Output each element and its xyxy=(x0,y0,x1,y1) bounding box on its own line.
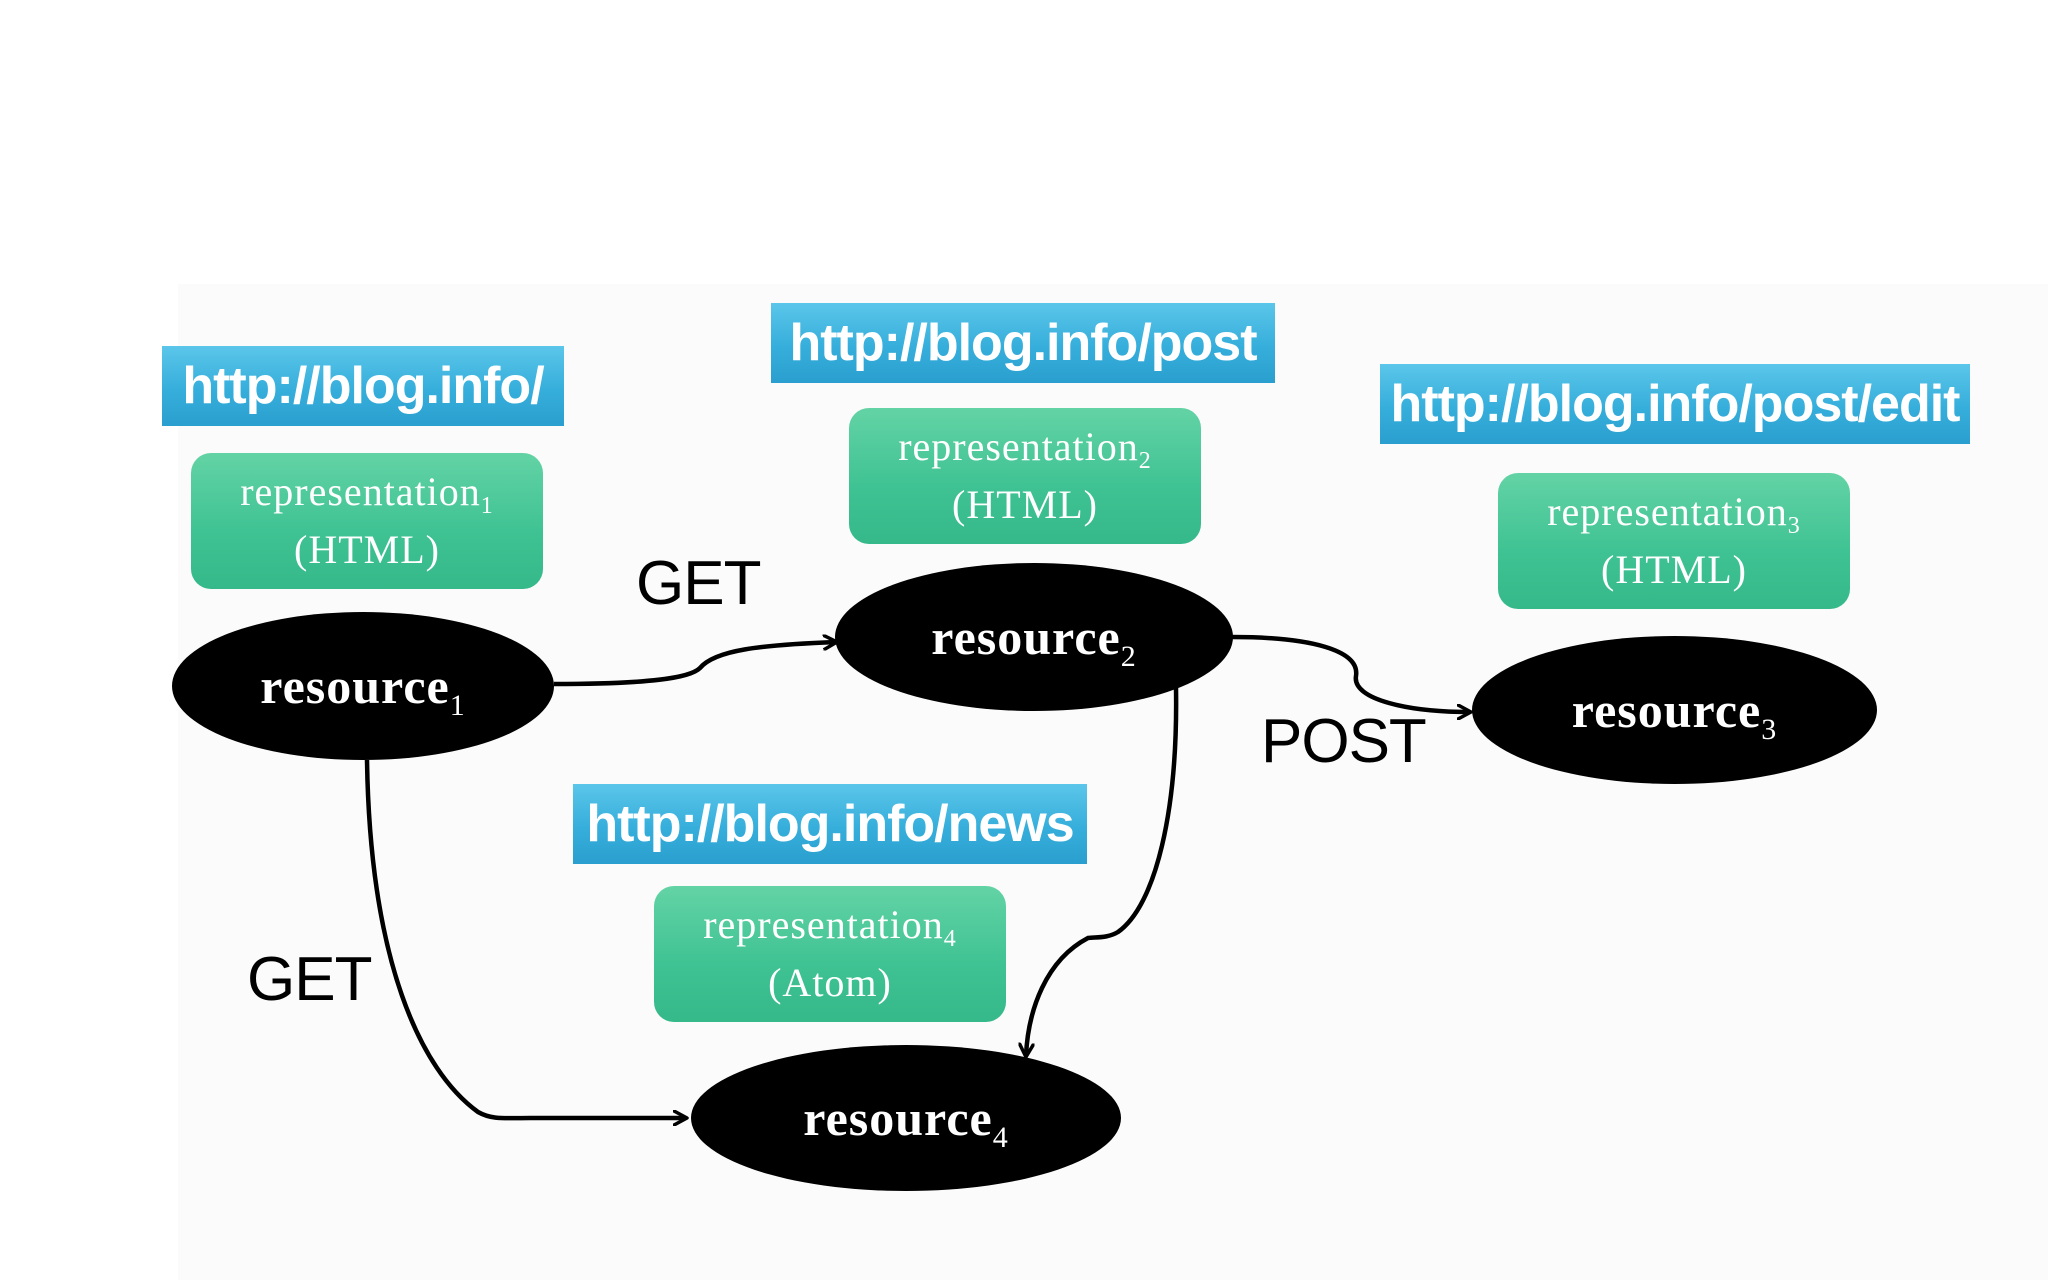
representation-box-1: representation1 (HTML) xyxy=(191,453,543,589)
url-box-resource-1: http://blog.info/ xyxy=(162,346,564,426)
representation-label-1: representation1 xyxy=(240,469,494,519)
edge-label-r2-r3: POST xyxy=(1261,707,1427,776)
resource-node-1: resource1 xyxy=(172,612,554,760)
resource-label-3: resource3 xyxy=(1571,682,1778,746)
edge-r1-to-r2 xyxy=(553,642,836,687)
url-box-resource-4: http://blog.info/news xyxy=(573,784,1087,864)
edge-r2-to-r3 xyxy=(1231,634,1470,712)
edge-r2-to-r4 xyxy=(1026,687,1179,1056)
edge-r1-to-r4 xyxy=(364,759,686,1118)
resource-node-4: resource4 xyxy=(691,1045,1121,1191)
url-box-resource-3: http://blog.info/post/edit xyxy=(1380,364,1970,444)
resource-label-4: resource4 xyxy=(803,1090,1009,1154)
representation-label-3: representation3 xyxy=(1547,489,1801,539)
resource-label-1: resource1 xyxy=(260,658,466,722)
representation-label-2: representation2 xyxy=(898,424,1152,474)
resource-node-3: resource3 xyxy=(1472,636,1877,784)
representation-box-2: representation2 (HTML) xyxy=(849,408,1201,544)
url-box-resource-2: http://blog.info/post xyxy=(771,303,1275,383)
resource-node-2: resource2 xyxy=(835,563,1233,711)
edge-label-r1-r4: GET xyxy=(247,945,372,1014)
representation-format-4: (Atom) xyxy=(768,960,892,1005)
representation-format-2: (HTML) xyxy=(952,482,1098,527)
representation-format-1: (HTML) xyxy=(294,527,440,572)
representation-box-4: representation4 (Atom) xyxy=(654,886,1006,1022)
resource-label-2: resource2 xyxy=(931,609,1137,673)
edge-label-r1-r2: GET xyxy=(636,549,761,618)
representation-format-3: (HTML) xyxy=(1601,547,1747,592)
representation-label-4: representation4 xyxy=(703,902,957,952)
representation-box-3: representation3 (HTML) xyxy=(1498,473,1850,609)
